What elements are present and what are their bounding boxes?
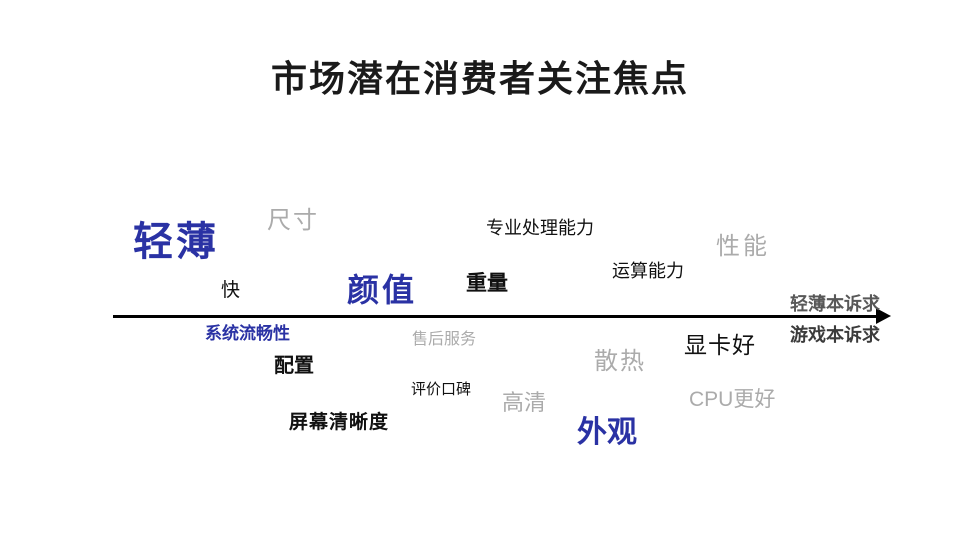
cloud-word-12: 散热 bbox=[594, 348, 646, 375]
cloud-word-1: 轻薄 bbox=[133, 220, 219, 264]
axis-label-gaming-demand: 游戏本诉求 bbox=[790, 325, 880, 345]
cloud-word-9: 系统流畅性 bbox=[205, 324, 290, 343]
cloud-word-10: 售后服务 bbox=[412, 331, 477, 348]
cloud-word-18: 外观 bbox=[577, 416, 637, 449]
cloud-word-8: 运算能力 bbox=[612, 261, 684, 281]
cloud-word-3: 专业处理能力 bbox=[486, 218, 594, 238]
cloud-word-7: 重量 bbox=[466, 272, 508, 295]
cloud-word-6: 颜值 bbox=[347, 272, 418, 308]
axis-arrowhead-icon bbox=[876, 308, 891, 324]
page-title: 市场潜在消费者关注焦点 bbox=[270, 58, 689, 99]
cloud-word-5: 快 bbox=[221, 280, 241, 301]
cloud-word-15: 高清 bbox=[502, 390, 547, 415]
cloud-word-16: CPU更好 bbox=[689, 388, 776, 411]
axis-label-thin-light-demand: 轻薄本诉求 bbox=[790, 294, 880, 314]
cloud-word-17: 屏幕清晰度 bbox=[289, 412, 390, 433]
cloud-word-14: 评价口碑 bbox=[411, 381, 472, 398]
axis-line bbox=[113, 315, 878, 318]
cloud-word-2: 尺寸 bbox=[267, 207, 319, 234]
cloud-word-13: 配置 bbox=[274, 355, 314, 377]
cloud-word-11: 显卡好 bbox=[684, 332, 756, 358]
cloud-word-4: 性能 bbox=[716, 233, 770, 260]
